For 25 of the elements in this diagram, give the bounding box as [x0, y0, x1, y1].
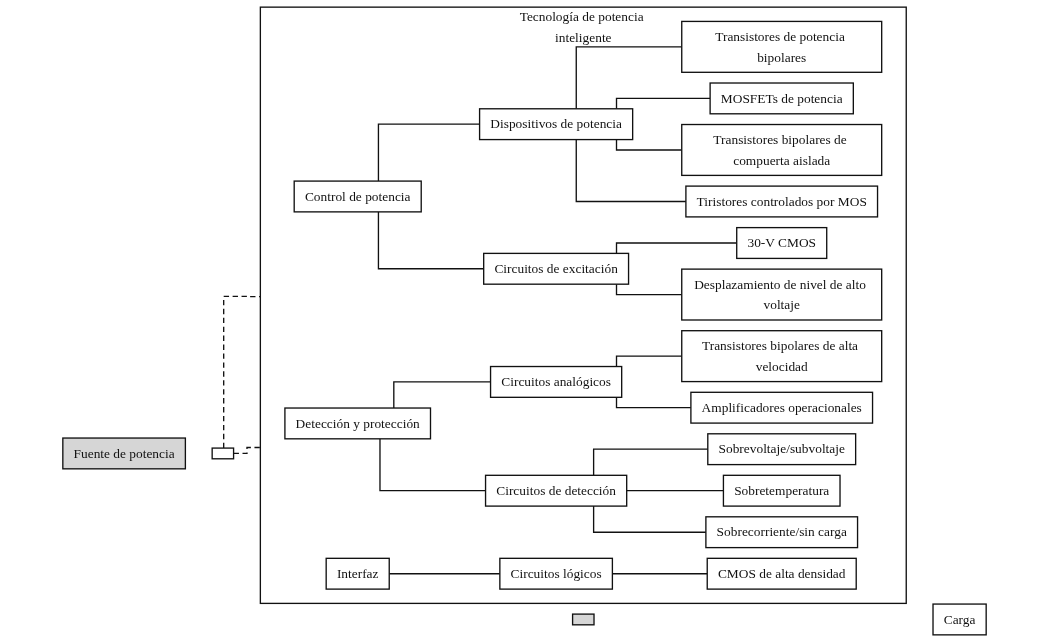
node-box: 30-V CMOS: [736, 226, 828, 260]
node-box: [211, 447, 235, 460]
node-box: Interfaz: [325, 557, 390, 590]
node-box: Transistores bipolares de alta velocidad: [681, 330, 883, 383]
node-box: Sobretemperatura: [722, 474, 841, 507]
node-box: MOSFETs de potencia: [709, 82, 854, 115]
connector: [615, 97, 711, 110]
node-box: Circuitos de excitación: [483, 252, 630, 285]
node-box: Carga: [932, 603, 987, 636]
node-box: Fuente de potencia: [62, 437, 187, 470]
node-box: Desplazamiento de nivel de alto voltaje: [681, 268, 883, 321]
node-box: Sobrecorriente/sin carga: [705, 516, 859, 549]
node-box: Control de potencia: [293, 180, 422, 213]
node-box: Transistores de potencia bipolares: [681, 20, 883, 73]
node-box: Sobrevoltaje/subvoltaje: [707, 433, 857, 466]
node-box: Transistores bipolares de compuerta aislada: [681, 123, 883, 177]
node-box: Amplificadores operacionales: [690, 391, 874, 424]
node-box: Circuitos analógicos: [489, 365, 623, 398]
node-box: Circuitos de detección: [484, 474, 628, 507]
node-box: Circuitos lógicos: [499, 557, 614, 590]
node-box: [571, 613, 595, 626]
node-box: Tiristores controlados por MOS: [685, 185, 879, 218]
node-box: CMOS de alta densidad: [706, 557, 857, 590]
node-box: Detección y protección: [284, 407, 432, 440]
node-box: Dispositivos de potencia: [478, 108, 634, 141]
